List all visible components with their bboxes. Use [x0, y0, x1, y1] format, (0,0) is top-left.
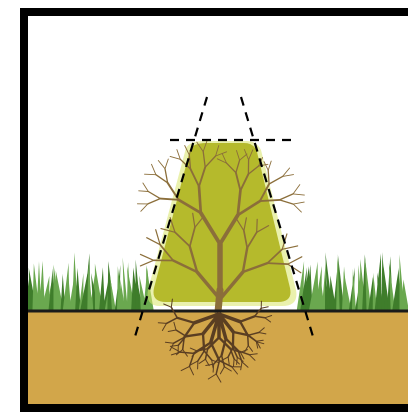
root [158, 323, 166, 324]
branch [267, 263, 287, 264]
branch [199, 187, 201, 213]
root [248, 335, 249, 345]
branch [257, 219, 258, 232]
branch [260, 200, 280, 201]
branch [268, 170, 269, 184]
branch [145, 174, 156, 175]
branch [160, 199, 178, 200]
root [203, 334, 204, 351]
root [234, 359, 235, 366]
